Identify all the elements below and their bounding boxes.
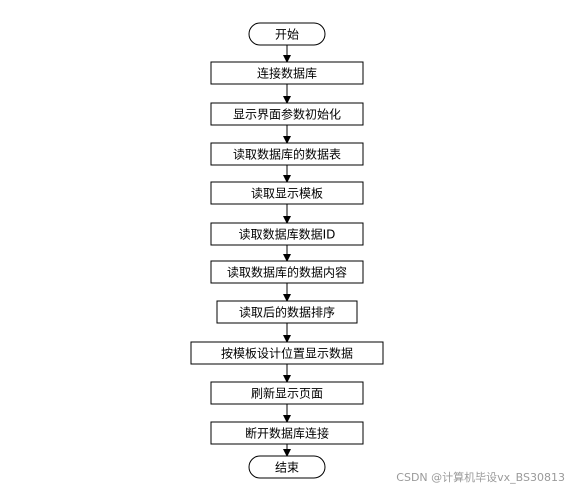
process-box	[210, 61, 364, 85]
process-box	[190, 341, 384, 365]
process-step-3: 读取数据库的数据表	[210, 142, 364, 166]
process-step-7: 读取后的数据排序	[216, 300, 358, 324]
node-label: 断开数据库连接	[245, 426, 329, 441]
node-label: 按模板设计位置显示数据	[221, 346, 353, 361]
process-box	[216, 300, 358, 324]
process-box	[210, 260, 364, 284]
node-label: 读取数据库的数据内容	[227, 265, 347, 280]
node-label: 开始	[275, 28, 299, 42]
terminal-shape	[248, 455, 326, 479]
process-step-8: 按模板设计位置显示数据	[190, 341, 384, 365]
process-step-1: 连接数据库	[210, 61, 364, 85]
terminal-shape	[248, 22, 326, 46]
node-label: 读取显示模板	[251, 187, 323, 201]
process-box	[210, 421, 364, 445]
process-step-2: 显示界面参数初始化	[210, 102, 364, 126]
process-box	[210, 102, 364, 126]
node-label: 显示界面参数初始化	[233, 107, 341, 122]
node-label: 连接数据库	[257, 66, 317, 81]
process-step-10: 断开数据库连接	[210, 421, 364, 445]
process-step-6: 读取数据库的数据内容	[210, 260, 364, 284]
watermark-text: CSDN @计算机毕设vx_BS30813	[396, 471, 565, 484]
node-label: 刷新显示页面	[251, 386, 323, 401]
node-label: 读取数据库的数据表	[233, 147, 341, 162]
process-step-9: 刷新显示页面	[210, 381, 364, 405]
node-label: 读取后的数据排序	[239, 305, 335, 320]
end-terminal: 结束	[248, 455, 326, 479]
node-label: 结束	[275, 461, 299, 475]
process-step-4: 读取显示模板	[210, 181, 364, 205]
process-box	[210, 181, 364, 205]
flow-nodes: 开始连接数据库显示界面参数初始化读取数据库的数据表读取显示模板读取数据库数据ID…	[190, 22, 384, 479]
node-label: 读取数据库数据ID	[239, 227, 336, 242]
process-box	[210, 381, 364, 405]
process-step-5: 读取数据库数据ID	[210, 222, 364, 246]
process-box	[210, 142, 364, 166]
start-terminal: 开始	[248, 22, 326, 46]
process-box	[210, 222, 364, 246]
